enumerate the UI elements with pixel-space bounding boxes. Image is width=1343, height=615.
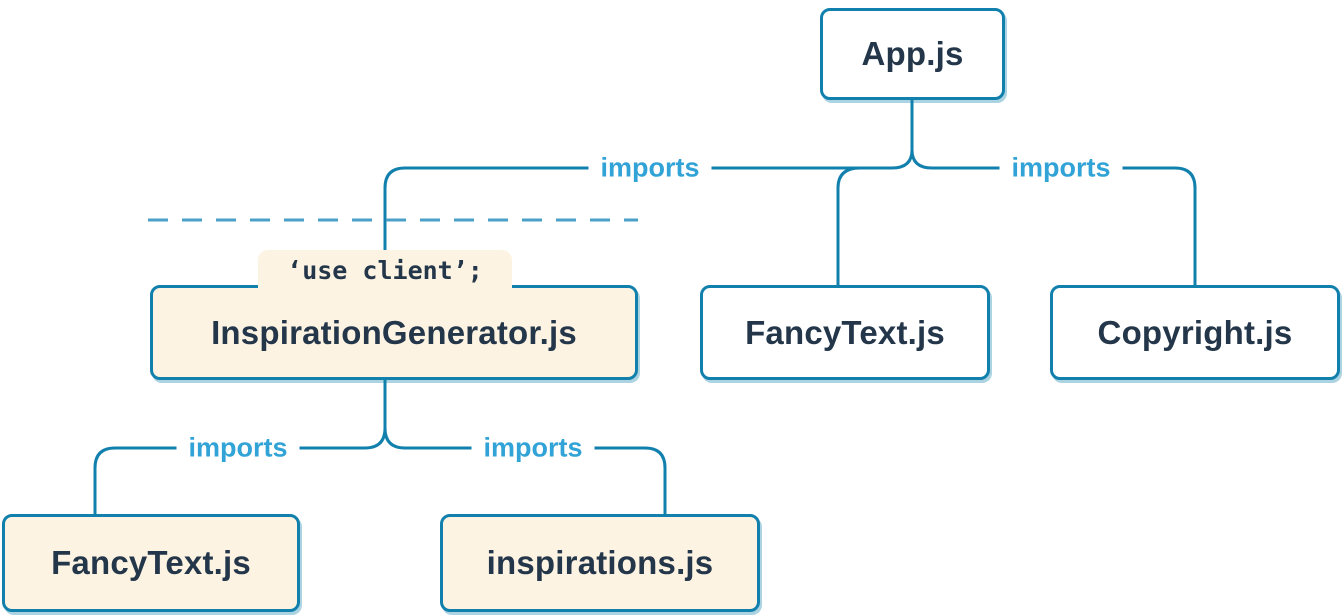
node-app: App.js [820,8,1005,100]
edge-generator-to-fancytext [93,427,387,514]
imports-label: imports [588,152,712,184]
imports-label: imports [471,432,595,464]
node-inspirations: inspirations.js [440,514,760,612]
imports-label: imports [999,152,1123,184]
node-copyright: Copyright.js [1050,285,1340,380]
imports-label: imports [176,432,300,464]
node-inspiration-generator: InspirationGenerator.js [150,285,638,380]
use-client-directive: ‘use client’; [258,250,512,290]
edge-app-to-inspiration-generator [383,149,914,285]
edge-generator-to-inspirations [383,427,667,514]
node-fancytext-top: FancyText.js [700,285,990,380]
edge-app-to-copyright [910,149,1197,285]
node-fancytext-bottom: FancyText.js [2,514,300,612]
edge-app-to-fancytext [836,166,861,285]
